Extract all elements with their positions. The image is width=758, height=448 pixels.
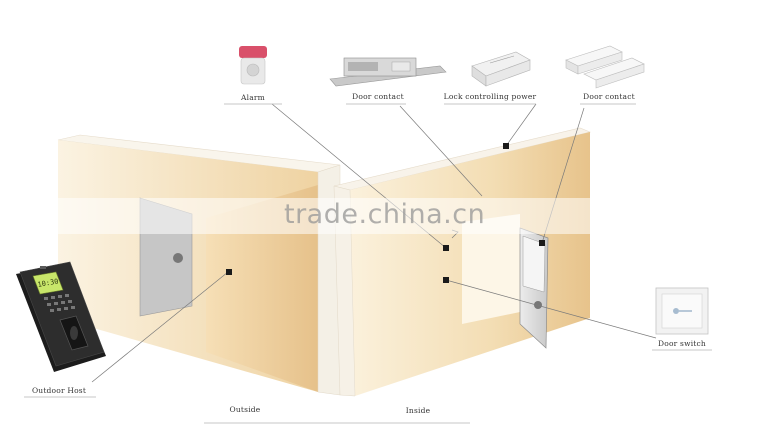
label-rules — [24, 103, 712, 424]
outside-wall-front — [206, 185, 318, 392]
door-contact-lock-line — [399, 105, 483, 197]
label-door-contact: Door contact — [583, 92, 635, 101]
lock-power-line — [505, 103, 537, 147]
door-switch-icon — [655, 287, 709, 335]
marker-lock-power — [503, 143, 509, 149]
marker-outside-reader — [226, 269, 232, 275]
electric-lock-icon — [329, 57, 447, 87]
device-screen — [32, 271, 64, 295]
device-screen-time: 10:30 — [37, 277, 59, 289]
device-markers — [226, 143, 545, 283]
label-door-contact-lock: Door contact — [352, 92, 404, 101]
inside-wall — [333, 127, 591, 397]
label-inside: Inside — [405, 406, 431, 415]
label-alarm: Alarm — [241, 93, 265, 102]
device-keypad — [44, 294, 75, 312]
inside-door-window — [522, 235, 546, 293]
label-door-switch: Door switch — [658, 339, 706, 348]
inside-wall-edge — [333, 185, 356, 397]
label-outside: Outside — [229, 405, 261, 414]
outdoor-host-line — [91, 271, 229, 383]
marker-door-contact — [539, 240, 545, 246]
magnetic-contact-icon — [565, 45, 645, 89]
marker-door-switch — [443, 277, 449, 283]
marker-alarm — [443, 245, 449, 251]
label-lock-controlling-power: Lock controlling power — [443, 92, 537, 101]
watermark-text: trade.china.cn — [284, 199, 486, 230]
outside-door-knob — [173, 253, 183, 263]
alarm-icon — [239, 46, 267, 85]
label-outdoor-host: Outdoor Host — [31, 386, 87, 395]
inside-door-knob — [534, 301, 542, 309]
outdoor-host-device — [16, 261, 106, 372]
power-supply-icon — [471, 51, 531, 87]
door-switch-line — [445, 279, 657, 339]
watermark-band — [0, 198, 758, 234]
